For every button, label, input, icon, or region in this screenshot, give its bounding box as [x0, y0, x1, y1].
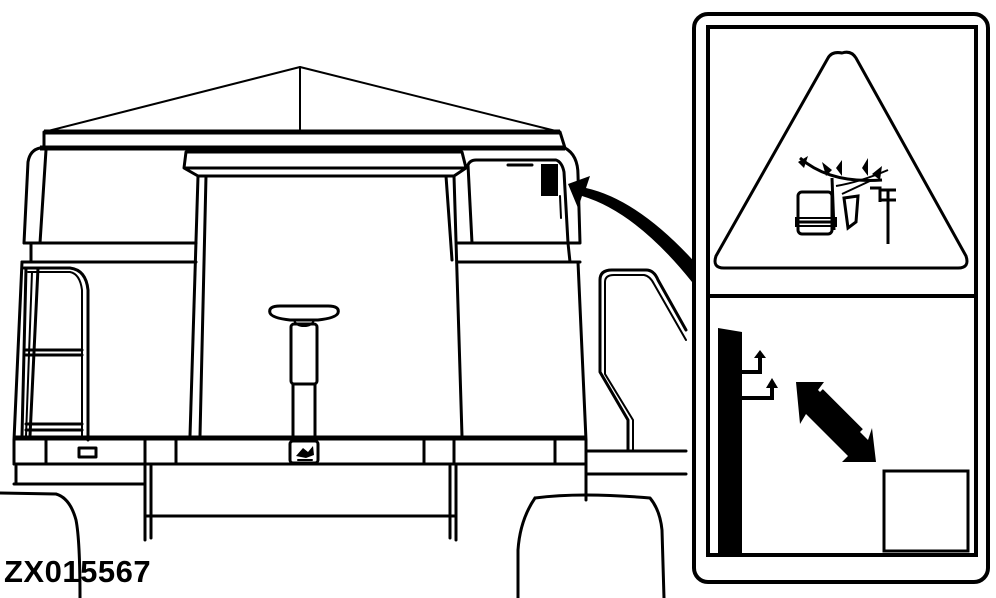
cab-roof — [40, 66, 567, 151]
brand-logo-badge — [288, 439, 320, 465]
safety-decal — [692, 12, 990, 584]
rear-tire-right — [516, 493, 666, 598]
steering-wheel — [268, 304, 340, 322]
power-pole-icon — [718, 328, 778, 553]
cab-body — [12, 146, 588, 442]
power-line-hazard-icon — [795, 156, 896, 244]
figure-id-label: ZX015567 — [4, 554, 152, 589]
warning-triangle-icon — [713, 50, 969, 270]
rear-tire-left — [0, 491, 82, 598]
side-window-right — [466, 158, 570, 245]
steering-column — [268, 304, 340, 440]
right-handrail — [598, 268, 688, 452]
rear-window — [182, 150, 468, 438]
double-arrow-icon — [796, 382, 876, 462]
machine-placeholder-square — [882, 469, 970, 553]
left-ladder-handrail — [20, 266, 90, 442]
decal-location-marker — [541, 164, 558, 196]
callout-arrow — [568, 176, 700, 282]
platform — [12, 435, 688, 542]
